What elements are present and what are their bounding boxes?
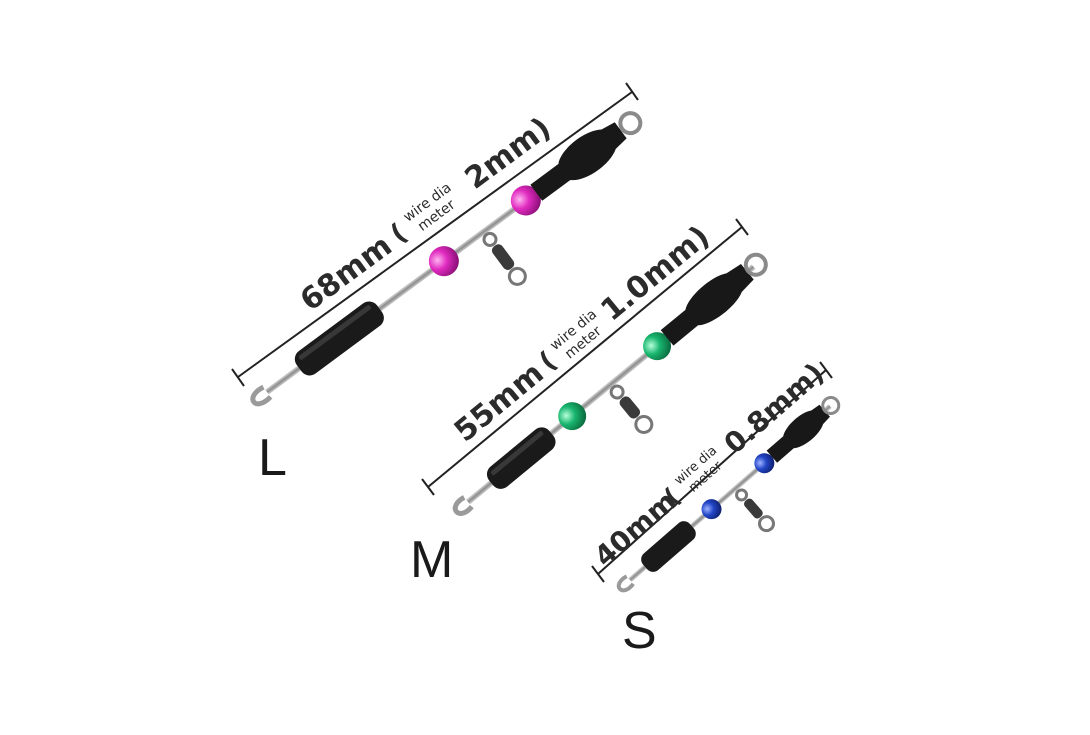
bead-m-1 [558, 402, 587, 431]
bead-m-2 [643, 332, 672, 361]
swivel-m [609, 384, 654, 434]
size-label-s: S [622, 602, 657, 660]
bead-l-1 [428, 246, 459, 277]
bead-s-1 [701, 499, 722, 520]
tube-l [530, 122, 627, 201]
rig-m [452, 252, 768, 516]
tube-m [660, 264, 754, 346]
sleeve-s [641, 521, 696, 572]
tube-s [766, 404, 830, 463]
rig-s [616, 395, 841, 593]
dimension-line-m [421, 218, 749, 496]
wire-loop-l [250, 384, 273, 407]
rig-l [250, 111, 643, 407]
size-label-l: L [258, 429, 287, 487]
sleeve-l [294, 301, 384, 376]
sleeve-m [486, 427, 556, 489]
swivel-l [482, 231, 527, 286]
end-loop-m [743, 252, 768, 277]
swivel-s [735, 488, 775, 533]
wire-loop-s [616, 574, 635, 593]
end-loop-l [618, 111, 643, 136]
dimension-line-l [231, 82, 639, 387]
bead-l-2 [510, 185, 541, 216]
bead-s-2 [754, 453, 775, 474]
size-label-m: M [410, 531, 453, 589]
end-loop-s [821, 395, 841, 415]
dimension-line-s [591, 361, 833, 583]
wire-loop-m [452, 495, 474, 516]
